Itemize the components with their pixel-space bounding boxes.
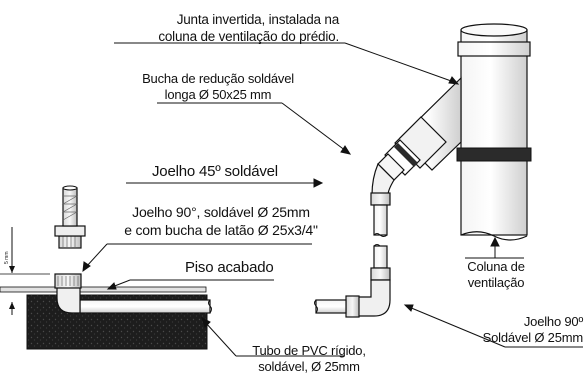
- label-joelho-90-line1: Joelho 90º: [523, 314, 583, 329]
- leader-lines: [82, 42, 583, 357]
- label-tubo-line1: Tubo de PVC rígido,: [252, 343, 366, 358]
- dimension-label: 5 mm: [4, 251, 10, 265]
- label-joelho-90-bucha: Joelho 90°, soldável Ø 25mm e com bucha …: [114, 203, 328, 239]
- label-bucha-line1: Bucha de redução soldável: [142, 71, 294, 86]
- label-piso-acabado: Piso acabado: [185, 259, 274, 277]
- lower-pipe-assembly: [314, 244, 391, 318]
- label-junta-invertida: Junta invertida, instalada na coluna de …: [114, 11, 339, 45]
- hose-nipple-fitting: [54, 185, 86, 249]
- ventilation-column: [456, 23, 532, 241]
- label-tubo-line2: soldável, Ø 25mm: [258, 359, 360, 374]
- dimension-marker: [0, 227, 50, 315]
- label-joelho-45-text: Joelho 45º soldável: [152, 163, 278, 180]
- elbow-45: [370, 162, 395, 237]
- label-joelho-90: Joelho 90º Soldável Ø 25mm: [465, 314, 584, 346]
- floor-slab: [0, 273, 212, 350]
- label-joelho-90-line2: Soldável Ø 25mm: [482, 330, 584, 345]
- label-tubo-pvc: Tubo de PVC rígido, soldável, Ø 25mm: [238, 343, 380, 375]
- label-joelho-45: Joelho 45º soldável: [152, 163, 278, 181]
- label-coluna-ventilacao: Coluna de ventilação: [458, 259, 534, 291]
- label-junta-line2: coluna de ventilação do prédio.: [158, 29, 339, 44]
- label-joelho-90-bucha-line1: Joelho 90°, soldável Ø 25mm: [132, 204, 310, 220]
- label-piso-text: Piso acabado: [185, 259, 274, 276]
- label-coluna-line1: Coluna de: [467, 259, 525, 274]
- inverted-junction: [377, 76, 462, 181]
- label-joelho-90-bucha-line2: e com bucha de latão Ø 25x3/4": [124, 222, 318, 238]
- label-coluna-line2: ventilação: [467, 275, 525, 290]
- label-bucha-line2: longa Ø 50x25 mm: [164, 87, 272, 102]
- label-bucha-reducao: Bucha de redução soldável longa Ø 50x25 …: [133, 71, 303, 103]
- label-junta-line1: Junta invertida, instalada na: [176, 12, 340, 27]
